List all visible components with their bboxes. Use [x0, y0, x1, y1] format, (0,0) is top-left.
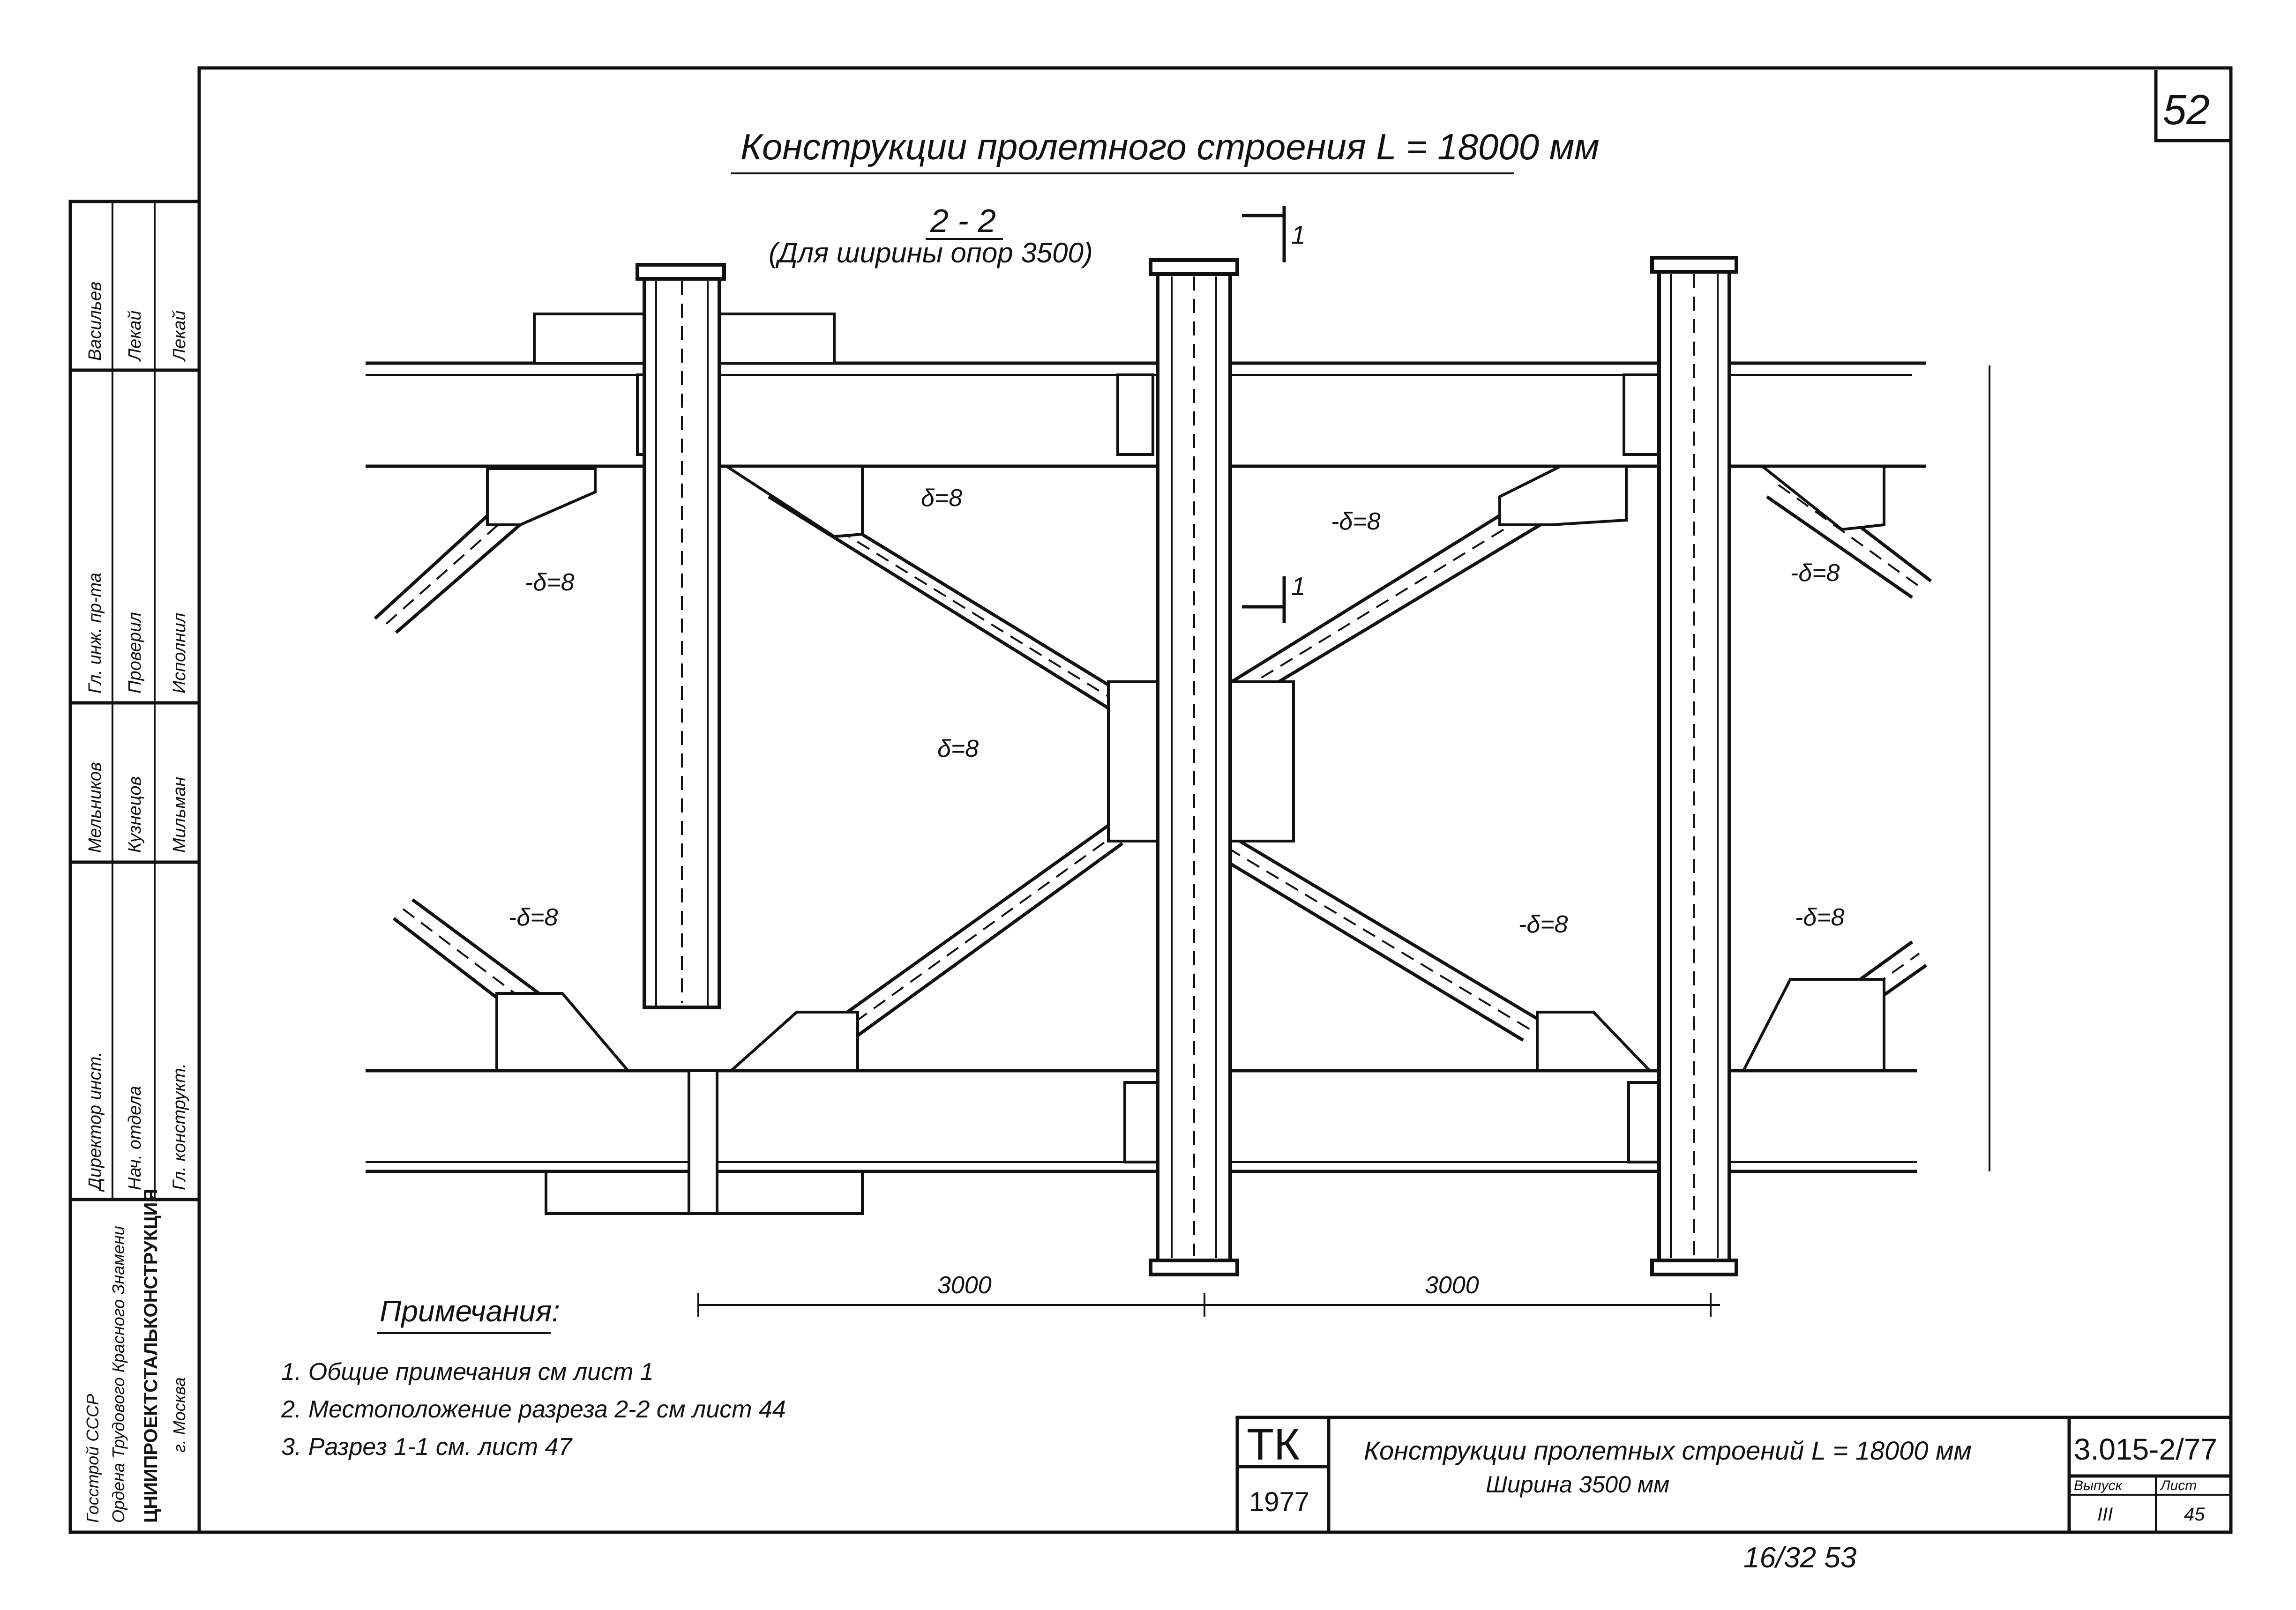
side-stamp-text: Директор инст. Нач. отдела Гл. конструкт…: [83, 282, 189, 1523]
section-label: 2 - 2: [930, 202, 996, 239]
stamp-name: Васильев: [85, 282, 105, 361]
thickness-label: δ=8: [937, 735, 979, 762]
left-column: [636, 263, 726, 1009]
title-block-name-line1: Конструкции пролетных строений L = 18000…: [1364, 1436, 1972, 1465]
dimension-value: 3000: [937, 1272, 992, 1299]
document-code: 3.015-2/77: [2074, 1432, 2217, 1466]
title-block-name-line2: Ширина 3500 мм: [1486, 1471, 1669, 1498]
stamp-org: г. Москва: [170, 1377, 189, 1453]
sheet-value: 45: [2184, 1504, 2205, 1525]
svg-text:1: 1: [1291, 572, 1306, 601]
issue-value: III: [2097, 1504, 2113, 1525]
stamp-name: Лекай: [170, 311, 189, 362]
stamp-role: Исполнил: [170, 613, 189, 693]
stamp-role: Проверил: [125, 612, 145, 693]
section-note: (Для ширины опор 3500): [769, 237, 1093, 268]
thickness-label: -δ=8: [1790, 559, 1840, 587]
stiffener-block: [1623, 373, 1660, 456]
note-item: 1. Общие примечания см лист 1: [281, 1358, 654, 1386]
note-item: 2. Местоположение разреза 2-2 см лист 44: [281, 1396, 786, 1423]
dimension-line: [697, 365, 1990, 1317]
cut-mark-middle: 1: [1242, 572, 1306, 623]
stamp-name: Мильман: [170, 777, 189, 853]
tk-mark: ТК: [1247, 1420, 1300, 1469]
stamp-org: Ордена Трудового Красного Знамени: [109, 1226, 128, 1523]
drawing-title: Конструкции пролетного строения L = 1800…: [740, 126, 1600, 167]
notes-heading: Примечания:: [380, 1294, 560, 1328]
thickness-label: -δ=8: [525, 569, 575, 596]
note-item: 3. Разрез 1-1 см. лист 47: [281, 1433, 573, 1461]
title-block: [1235, 1416, 2233, 1534]
thickness-label: -δ=8: [509, 904, 558, 931]
dimension-value: 3000: [1425, 1272, 1479, 1299]
sheet-number: 52: [2163, 87, 2210, 134]
stamp-name: Лекай: [125, 311, 145, 362]
stamp-role: Директор инст.: [85, 1052, 105, 1192]
thickness-label: -δ=8: [1518, 911, 1568, 938]
stamp-role: Нач. отдела: [125, 1086, 145, 1190]
thickness-label: -δ=8: [1331, 508, 1381, 535]
sheet-label: Лист: [2160, 1478, 2197, 1493]
svg-text:1: 1: [1291, 220, 1306, 249]
stiffener-block: [1116, 373, 1154, 456]
side-stamp: [68, 200, 201, 1534]
stamp-role: Гл. конструкт.: [170, 1063, 189, 1190]
sheet-number-box: [2154, 70, 2231, 142]
right-column: [1650, 256, 1738, 1276]
middle-column: [1149, 258, 1239, 1276]
thickness-label: δ=8: [921, 484, 962, 512]
issue-label: Выпуск: [2074, 1478, 2123, 1493]
stiffener-block: [1123, 1081, 1161, 1163]
stamp-role: Гл. инж. пр-та: [85, 573, 105, 693]
cut-mark-top: 1: [1242, 206, 1306, 262]
stamp-org: Госстрой СССР: [83, 1394, 102, 1523]
thickness-label: -δ=8: [1795, 904, 1845, 931]
stamp-name: Мельников: [85, 762, 105, 853]
gusset-plates: [486, 465, 1885, 1072]
page-footer: 16/32 53: [1743, 1542, 1856, 1574]
bottom-joint-plate: [688, 1069, 718, 1215]
stamp-name: Кузнецов: [125, 776, 145, 853]
stamp-org: ЦНИИПРОЕКТСТАЛЬКОНСТРУКЦИЯ: [141, 1189, 161, 1523]
tk-year: 1977: [1249, 1487, 1309, 1517]
